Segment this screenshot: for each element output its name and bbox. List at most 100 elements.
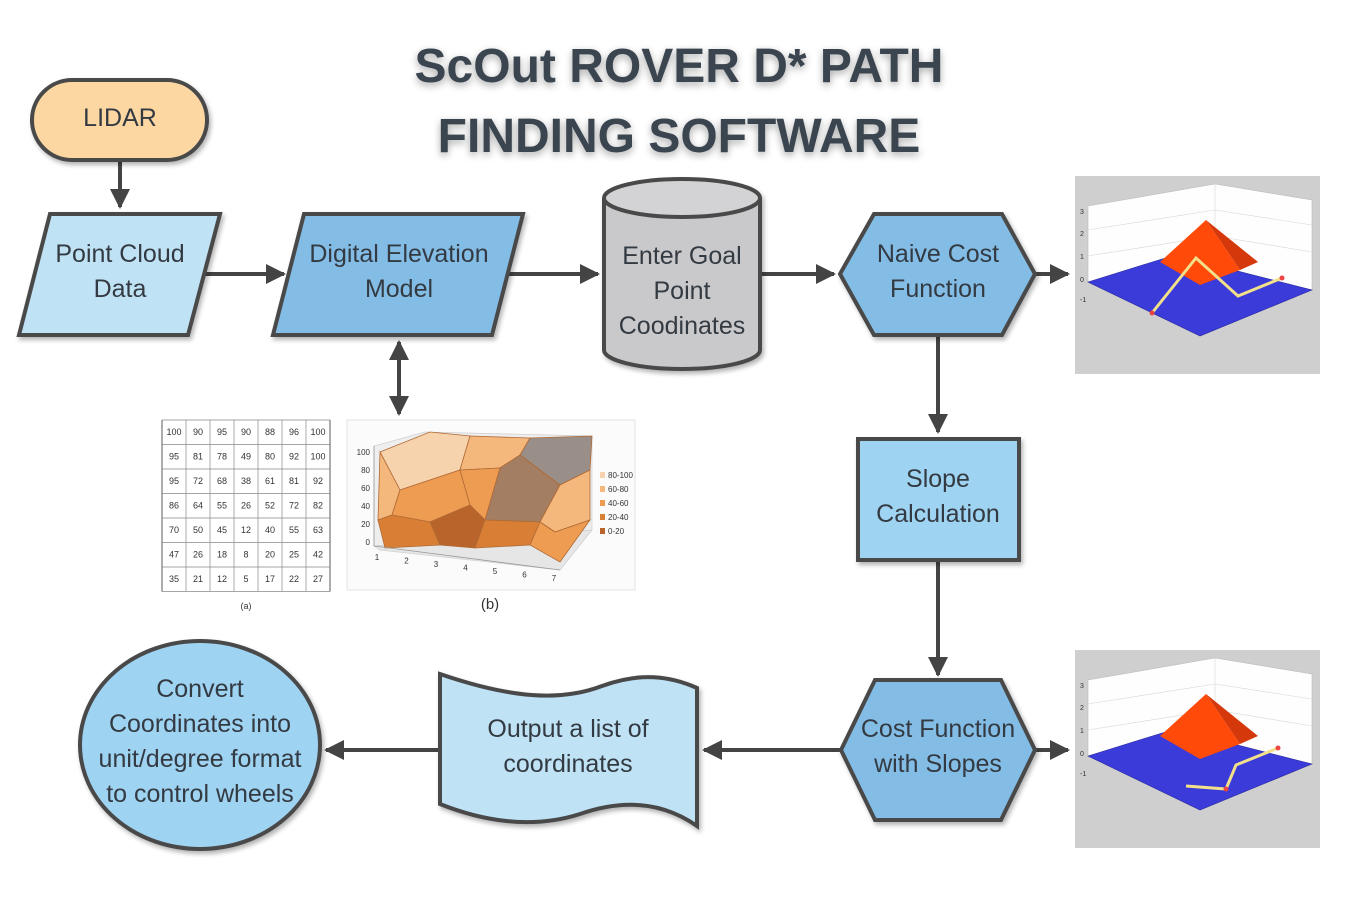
svg-text:1: 1 [1080, 254, 1084, 261]
surface-x-tick: 7 [552, 574, 557, 583]
svg-text:2: 2 [1080, 705, 1084, 712]
naive-plot-floor [1087, 254, 1313, 337]
surface-y-tick: 20 [361, 520, 370, 529]
surface-y-tick: 60 [361, 484, 370, 493]
node-slope-calculation: Slope Calculation [856, 437, 1021, 562]
table-cell: 86 [169, 501, 179, 511]
table-cell: 95 [169, 452, 179, 462]
table-cell: 55 [217, 501, 227, 511]
table-cell: 64 [193, 501, 203, 511]
naive-cost-plot: 3 2 1 0 -1 [1075, 176, 1320, 374]
naive-plot-peak-side [1206, 220, 1258, 270]
convert-label-line1: Convert [156, 675, 244, 703]
node-digital-elevation-model: Digital Elevation Model [270, 212, 526, 337]
surface-mesh [377, 431, 593, 563]
table-cell: 49 [241, 452, 251, 462]
cost-slopes-label-line2: with Slopes [873, 750, 1002, 778]
cost-slopes-label-line1: Cost Function [861, 715, 1015, 743]
slopes-plot-peak-front [1160, 694, 1240, 759]
naive-cost-label-line2: Function [890, 275, 986, 303]
surface-y-tick: 80 [361, 466, 370, 475]
table-cell: 22 [289, 574, 299, 584]
table-cell: 18 [217, 550, 227, 560]
table-cell: 61 [265, 476, 275, 486]
legend-label: 40-60 [608, 499, 629, 508]
svg-text:3: 3 [1080, 209, 1084, 216]
node-convert-coordinates: Convert Coordinates into unit/degree for… [78, 639, 322, 851]
table-cell: 35 [169, 574, 179, 584]
title-line-2: FINDING SOFTWARE [438, 110, 921, 163]
convert-label-line2: Coordinates into [109, 710, 291, 738]
surface-x-tick: 2 [404, 557, 409, 566]
edges [110, 161, 1070, 760]
table-cell: 47 [169, 550, 179, 560]
node-point-cloud-data: Point Cloud Data [16, 212, 223, 337]
table-cell: 82 [313, 501, 323, 511]
table-cell: 81 [289, 476, 299, 486]
lidar-label: LIDAR [83, 104, 157, 132]
table-cell: 27 [313, 574, 323, 584]
table-cell: 68 [217, 476, 227, 486]
convert-label-line3: unit/degree format [99, 745, 302, 773]
naive-cost-label-line1: Naive Cost [877, 240, 999, 268]
table-cell: 81 [193, 452, 203, 462]
surface-x-tick: 4 [463, 564, 468, 573]
cylinder-body [602, 198, 762, 371]
node-enter-goal: Enter Goal Point Coodinates [602, 177, 762, 371]
table-cell: 92 [313, 476, 323, 486]
surface-y-tick: 0 [366, 538, 371, 547]
table-cell: 45 [217, 525, 227, 535]
table-cell: 72 [289, 501, 299, 511]
convert-label-line4: to control wheels [106, 780, 294, 808]
table-cell: 63 [313, 525, 323, 535]
legend-label: 60-80 [608, 485, 629, 494]
table-cell: 52 [265, 501, 275, 511]
legend-label: 20-40 [608, 513, 629, 522]
table-cell: 90 [193, 427, 203, 437]
svg-text:-1: -1 [1080, 297, 1086, 304]
table-cell: 21 [193, 574, 203, 584]
surface-x-tick: 6 [522, 571, 527, 580]
svg-text:-1: -1 [1080, 771, 1086, 778]
diagram-title: ScOut ROVER D* PATH FINDING SOFTWARE [415, 40, 944, 163]
legend-swatch [600, 500, 605, 506]
convert-shape [78, 639, 322, 851]
naive-cost-shape [837, 212, 1038, 337]
legend-label: 0-20 [608, 527, 625, 536]
table-cell: 96 [289, 427, 299, 437]
table-caption: (a) [241, 601, 252, 611]
table-cell: 50 [193, 525, 203, 535]
surface-x-tick: 1 [375, 553, 380, 562]
naive-plot-peak-front [1160, 220, 1240, 285]
goal-label-line2: Point [654, 277, 711, 305]
node-naive-cost-function: Naive Cost Function [837, 212, 1038, 337]
slope-label-line1: Slope [906, 465, 970, 493]
table-cell: 5 [243, 574, 248, 584]
table-cell: 42 [313, 550, 323, 560]
cylinder-top [602, 177, 762, 219]
legend-swatch [600, 486, 605, 492]
goal-label-line1: Enter Goal [622, 242, 742, 270]
table-cell: 12 [217, 574, 227, 584]
surface-x-tick: 3 [434, 560, 439, 569]
table-cell: 12 [241, 525, 251, 535]
svg-text:2: 2 [1080, 231, 1084, 238]
legend-swatch [600, 472, 605, 478]
table-cell: 72 [193, 476, 203, 486]
cost-slopes-plot: 32 10 -1 [1075, 650, 1320, 848]
svg-text:3: 3 [1080, 683, 1084, 690]
table-cell: 38 [241, 476, 251, 486]
surface-y-tick: 100 [357, 448, 371, 457]
node-cost-function-with-slopes: Cost Function with Slopes [838, 678, 1038, 822]
output-label-line2: coordinates [503, 750, 632, 778]
slope-label-line2: Calculation [876, 500, 1000, 528]
dem-label-line2: Model [365, 275, 433, 303]
table-cell: 17 [265, 574, 275, 584]
table-cell: 26 [241, 501, 251, 511]
svg-text:0: 0 [1080, 277, 1084, 284]
surface-caption: (b) [481, 596, 499, 613]
lidar-shape [30, 78, 209, 162]
